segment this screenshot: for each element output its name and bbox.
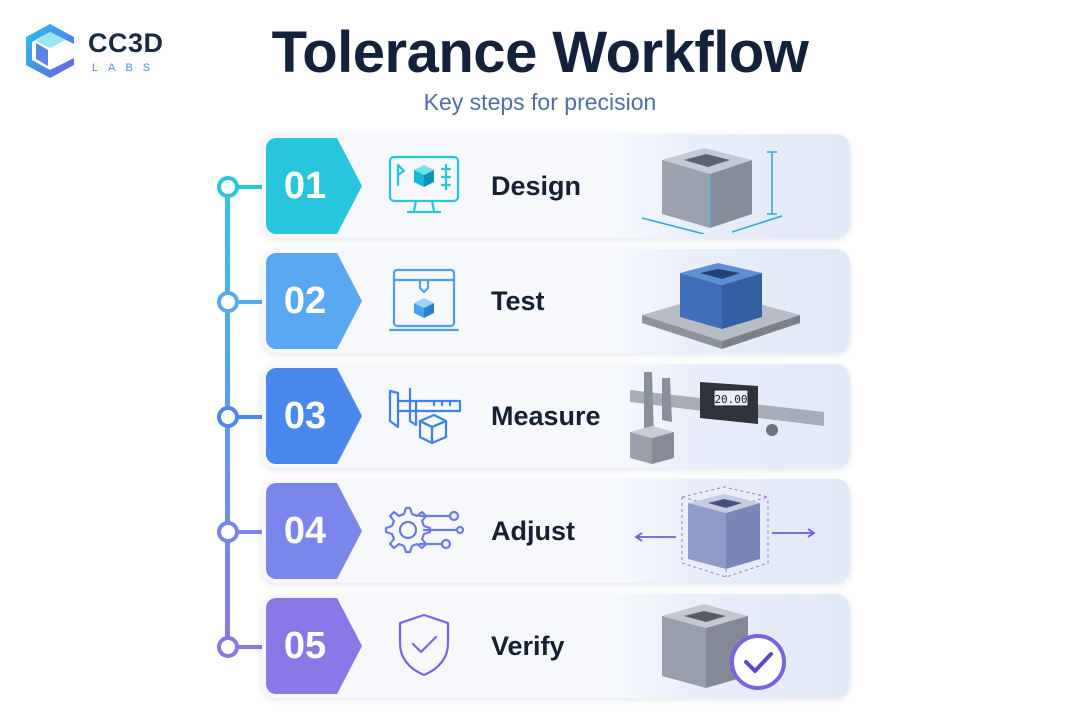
logo-brand-text: CC3D — [88, 28, 164, 58]
timeline-node-5 — [217, 636, 239, 658]
gear-sliders-icon — [384, 506, 464, 554]
logo-mark-icon — [26, 24, 74, 78]
logo-sub-text: LABS — [92, 62, 161, 74]
timeline-connector-3 — [234, 415, 282, 419]
page-subtitle: Key steps for precision — [423, 89, 657, 115]
step-label: Verify — [491, 631, 565, 661]
step-label: Measure — [491, 401, 601, 431]
timeline-connector-2 — [234, 300, 282, 304]
timeline-node-1 — [217, 176, 239, 198]
timeline — [212, 170, 282, 658]
step-number: 04 — [283, 509, 327, 552]
step-label: Adjust — [491, 516, 575, 546]
step-verify: 05 Verify — [262, 594, 850, 698]
timeline-node-2 — [217, 291, 239, 313]
timeline-connector-4 — [234, 530, 282, 534]
caliper-reading: 20.00 — [714, 393, 747, 406]
step-number: 01 — [283, 164, 327, 207]
timeline-node-3 — [217, 406, 239, 428]
shield-check-icon — [398, 613, 450, 677]
verify-cube-check-illustration — [662, 604, 786, 690]
step-test: 02 Test — [262, 249, 850, 353]
caliper-cube-icon — [388, 387, 462, 445]
page-title: Tolerance Workflow — [271, 20, 809, 85]
3d-printer-icon — [388, 268, 460, 332]
step-adjust: 04 Adjust — [262, 479, 850, 583]
step-measure: 03 Measure 20.00 — [262, 364, 850, 468]
step-number: 05 — [283, 624, 327, 667]
step-label: Design — [491, 171, 582, 201]
step-number: 02 — [283, 279, 327, 322]
test-print-illustration — [642, 263, 800, 349]
step-design: 01 Design — [262, 134, 850, 238]
caliper-measurement-illustration: 20.00 — [630, 372, 824, 464]
adjust-cube-illustration — [634, 486, 816, 578]
cc3d-labs-logo: CC3D LABS — [22, 22, 192, 82]
timeline-node-4 — [217, 521, 239, 543]
timeline-connector-1 — [234, 185, 282, 189]
monitor-cube-icon — [388, 155, 460, 214]
step-label: Test — [491, 286, 545, 316]
timeline-connector-5 — [234, 645, 282, 649]
design-cube-dimensions-illustration — [641, 148, 783, 234]
step-number: 03 — [283, 394, 327, 437]
